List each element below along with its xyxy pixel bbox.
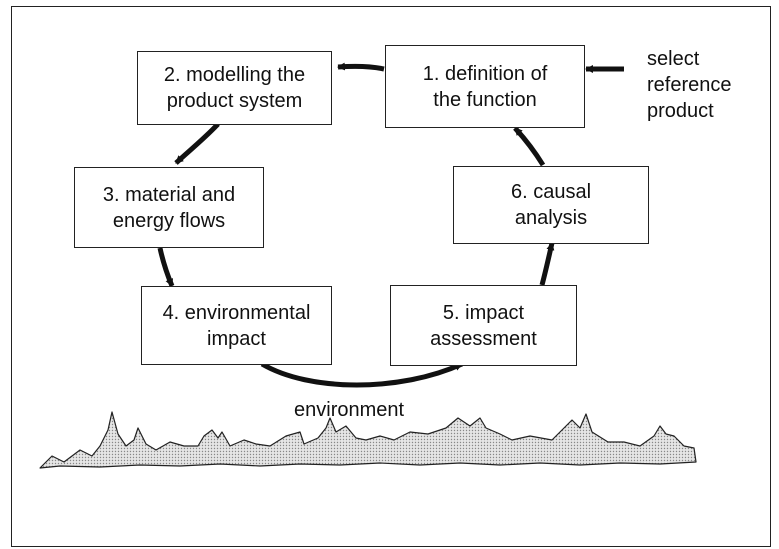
- step-1-box: 1. definition of the function: [385, 45, 585, 128]
- step-5-line-2: assessment: [430, 327, 537, 350]
- environment-label: environment: [294, 399, 405, 421]
- step-5-line-1: 5. impact: [442, 301, 525, 324]
- input-label-line-3: product: [647, 100, 714, 122]
- arrow-step4-to-step5: [260, 361, 464, 388]
- arrow-step1-to-step2: [337, 62, 385, 72]
- step-2-line-2: product system: [166, 90, 303, 112]
- step-6-line-2: analysis: [514, 207, 588, 229]
- step-6-box: 6. causal analysis: [453, 166, 649, 244]
- input-label-line-1: select: [647, 48, 700, 70]
- step-2-box: 2. modelling the product system: [137, 51, 332, 125]
- input-label-line-2: reference: [647, 74, 732, 96]
- environment-ground: [39, 411, 697, 469]
- step-4-line-1: 4. environmental: [162, 301, 311, 324]
- step-5-box: 5. impact assessment: [390, 285, 577, 366]
- step-4-line-2: impact: [207, 327, 266, 350]
- step-4-box: 4. environmental impact: [141, 286, 332, 365]
- step-3-box: 3. material and energy flows: [74, 167, 264, 248]
- arrow-step6-to-step1: [513, 126, 546, 167]
- arrow-step5-to-step6: [539, 242, 555, 286]
- step-1-line-2: the function: [433, 88, 537, 111]
- step-6-line-1: 6. causal: [510, 181, 592, 203]
- step-3-line-1: 3. material and: [102, 183, 236, 206]
- input-label: select reference product: [647, 46, 732, 124]
- step-1-line-1: 1. definition of: [422, 62, 548, 85]
- step-3-line-2: energy flows: [112, 209, 226, 232]
- arrow-step2-to-step3: [174, 122, 220, 165]
- step-2-line-1: 2. modelling the: [163, 64, 306, 86]
- arrow-step3-to-step4: [157, 247, 175, 287]
